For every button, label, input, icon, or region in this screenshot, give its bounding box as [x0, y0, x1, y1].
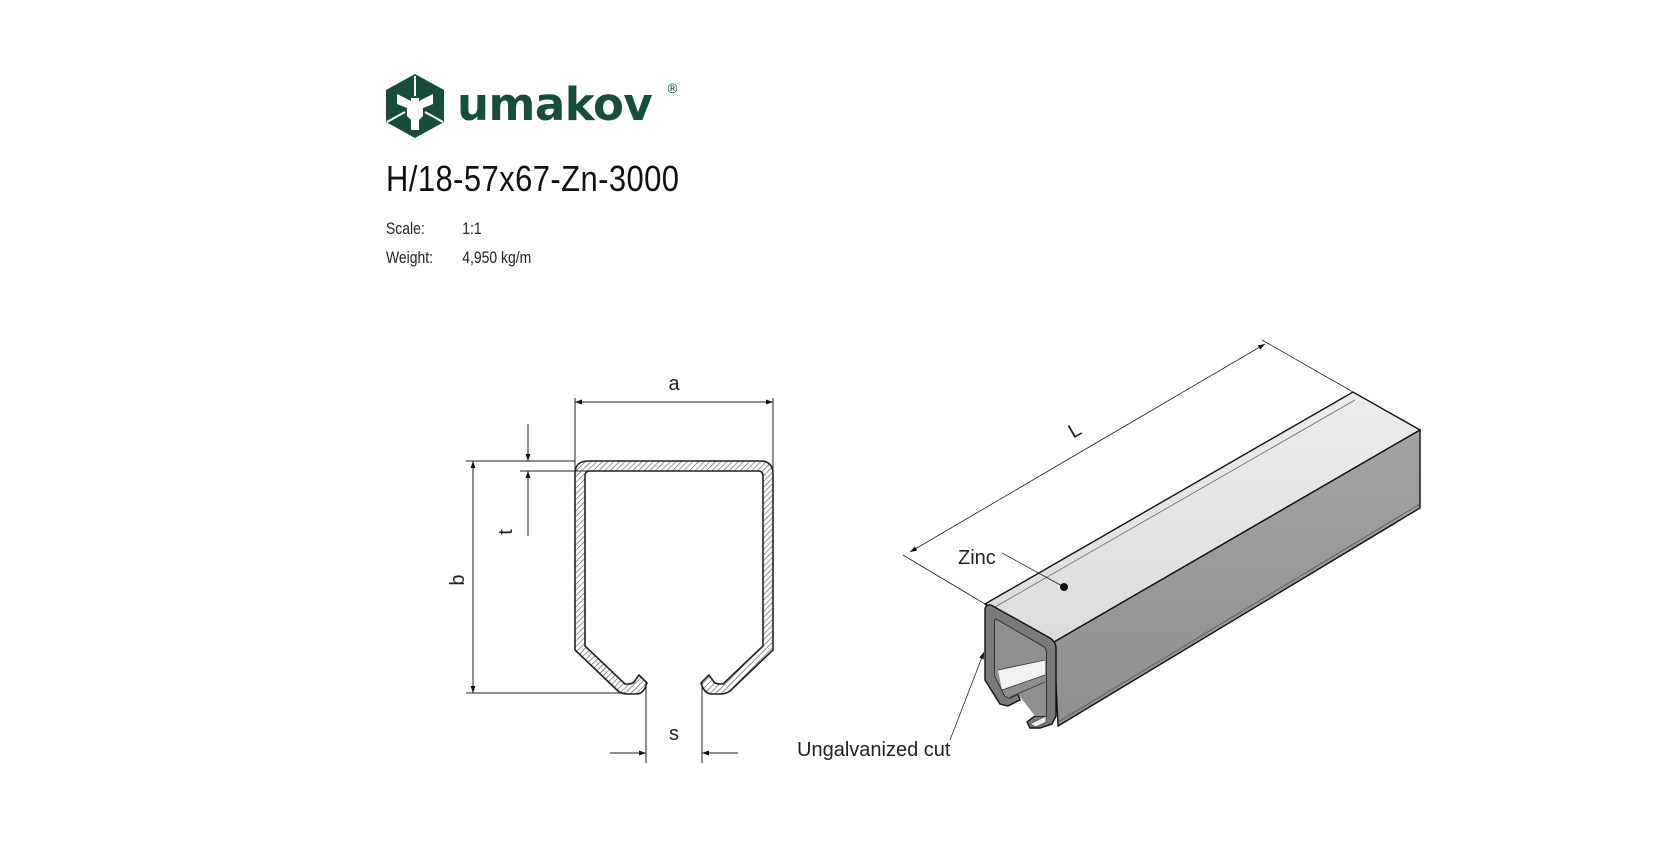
cross-section-view: a b t s: [447, 373, 774, 763]
product-code-title: H/18-57x67-Zn-3000: [386, 158, 680, 199]
brand-logo: umakov: [383, 72, 653, 140]
zinc-callout-dot-icon: [1060, 583, 1068, 591]
weight-label: Weight:: [386, 248, 434, 267]
scale-row: Scale: 1:1: [386, 219, 482, 239]
scale-value: 1:1: [462, 219, 482, 238]
dim-b-label: b: [447, 574, 469, 585]
brand-name: umakov: [457, 77, 653, 131]
profile-section: [574, 460, 774, 695]
weight-value: 4,950 kg/m: [462, 248, 532, 267]
dim-a-label: a: [668, 373, 680, 395]
isometric-view: L Zinc Ungalvanized cut: [797, 339, 1422, 761]
scale-label: Scale:: [386, 219, 425, 238]
weight-row: Weight: 4,950 kg/m: [386, 248, 531, 268]
dim-s-label: s: [669, 723, 679, 745]
umakov-hexagon-logo-icon: [386, 74, 444, 138]
ungalvanized-cut-label: Ungalvanized cut: [797, 739, 951, 761]
dim-t-label: t: [495, 529, 517, 535]
dim-l-label: L: [1065, 418, 1086, 443]
registered-mark: ®: [666, 82, 679, 97]
zinc-callout-label: Zinc: [958, 547, 996, 569]
